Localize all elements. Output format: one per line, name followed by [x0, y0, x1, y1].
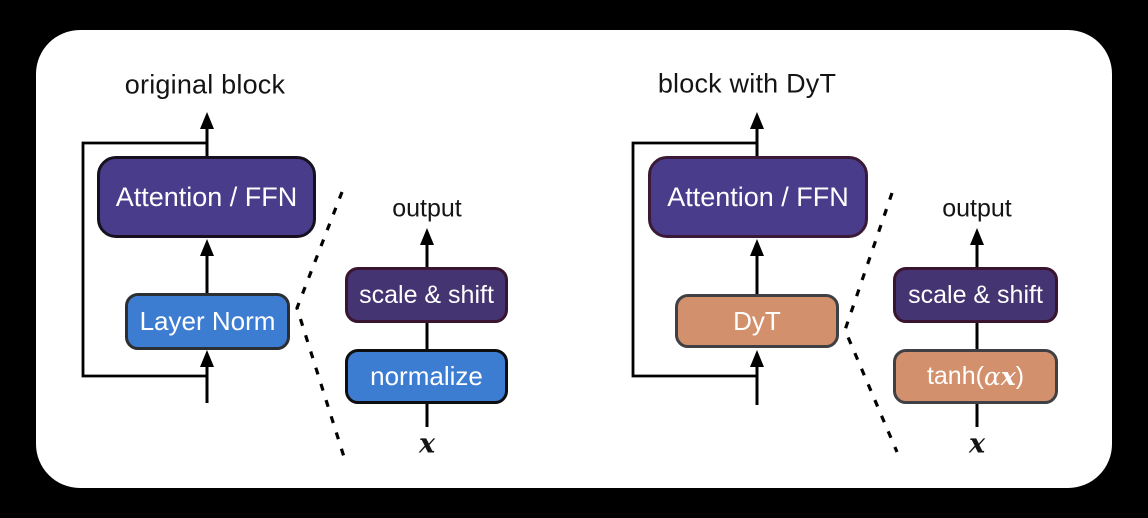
scale-shift-label: scale & shift — [359, 280, 494, 309]
layer-norm-label: Layer Norm — [139, 306, 276, 336]
right-detail-output-label: output — [942, 194, 1012, 223]
normalize-label: normalize — [370, 361, 483, 391]
right-detail-input-x: x — [968, 428, 986, 460]
scale-shift-label: scale & shift — [908, 280, 1043, 309]
attention-ffn-box-right: Attention / FFN — [648, 156, 868, 238]
tanh-label-suffix: ) — [1015, 362, 1025, 390]
scale-shift-box-left: scale & shift — [345, 267, 508, 323]
right-block-title: block with DyT — [657, 68, 837, 99]
layer-norm-box: Layer Norm — [125, 293, 290, 350]
left-detail-output-label: output — [392, 194, 462, 223]
figure-card — [36, 30, 1112, 488]
dyt-label: DyT — [733, 305, 781, 336]
scale-shift-box-right: scale & shift — [893, 267, 1058, 323]
left-block-title: original block — [124, 69, 286, 100]
tanh-label-x: x — [1000, 362, 1016, 391]
tanh-label-prefix: tanh( — [926, 362, 984, 390]
dyt-box: DyT — [675, 294, 839, 348]
attention-ffn-label: Attention / FFN — [667, 181, 849, 212]
attention-ffn-label: Attention / FFN — [115, 181, 298, 212]
left-detail-input-x: x — [418, 428, 436, 460]
normalize-box: normalize — [345, 349, 508, 404]
tanh-label-alpha: α — [983, 362, 1001, 391]
attention-ffn-box-left: Attention / FFN — [97, 156, 316, 238]
